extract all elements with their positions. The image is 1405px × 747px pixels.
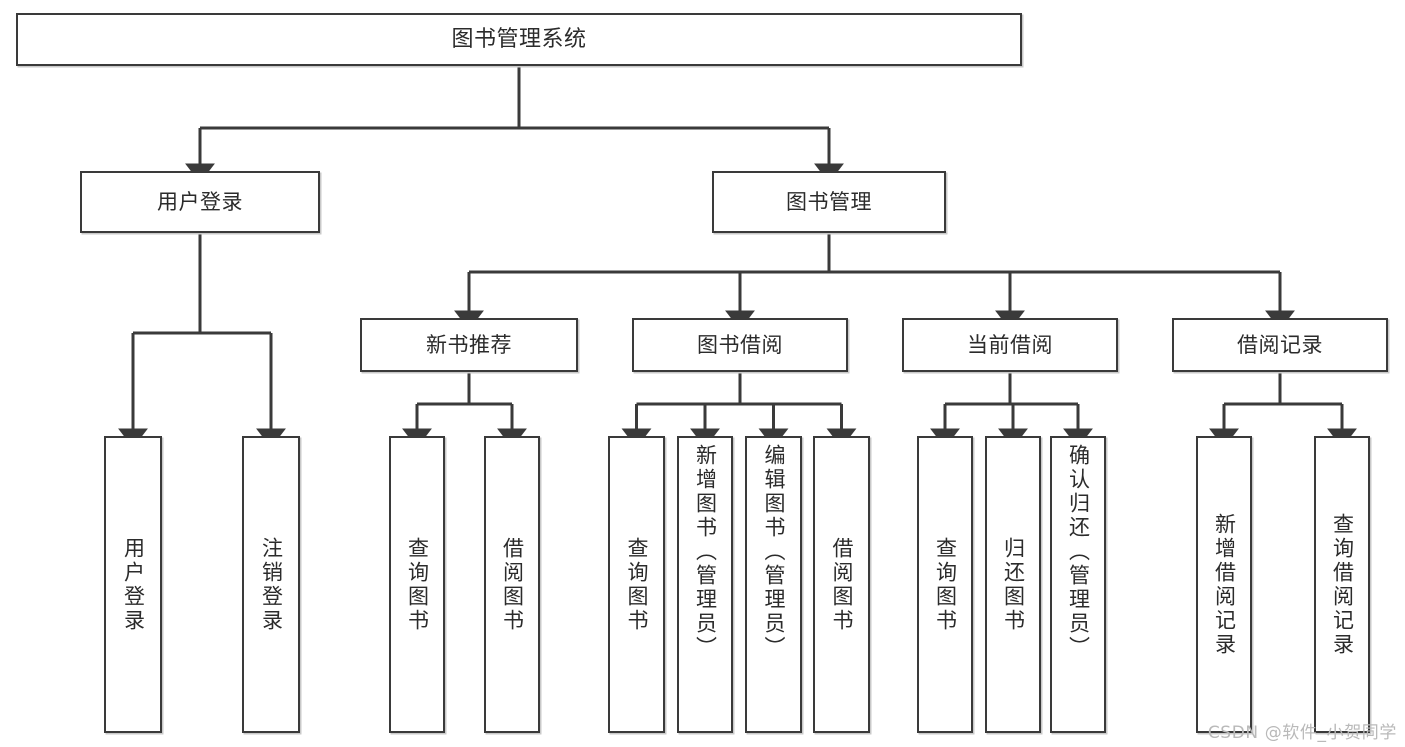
node-l-bor-edit[interactable]: 编辑图书（管理员）: [745, 436, 802, 733]
node-l-user-logout[interactable]: 注销登录: [242, 436, 300, 733]
node-label: 用户登录: [121, 536, 146, 633]
node-n-bookmgmt[interactable]: 图书管理: [712, 171, 946, 233]
node-n-record[interactable]: 借阅记录: [1172, 318, 1388, 372]
node-label: 借阅图书: [830, 536, 854, 633]
node-n-borrow[interactable]: 图书借阅: [632, 318, 848, 372]
node-label: 借阅记录: [1237, 332, 1323, 357]
node-root[interactable]: 图书管理系统: [16, 13, 1022, 66]
node-l-user-login[interactable]: 用户登录: [104, 436, 162, 733]
node-l-rec-query[interactable]: 查询借阅记录: [1314, 436, 1370, 733]
node-l-bor-borrow[interactable]: 借阅图书: [813, 436, 870, 733]
node-label: 查询图书: [405, 536, 430, 633]
node-label: 查询借阅记录: [1330, 512, 1355, 657]
node-l-new-borrow[interactable]: 借阅图书: [484, 436, 540, 733]
node-label: 新增借阅记录: [1212, 512, 1237, 657]
node-label: 用户登录: [157, 189, 243, 214]
node-l-bor-add[interactable]: 新增图书（管理员）: [677, 436, 733, 733]
node-n-current[interactable]: 当前借阅: [902, 318, 1118, 372]
node-l-cur-return[interactable]: 归还图书: [985, 436, 1041, 733]
node-label: 新书推荐: [426, 332, 512, 357]
node-label: 新增图书（管理员）: [693, 444, 718, 660]
node-label: 当前借阅: [967, 332, 1053, 357]
node-l-cur-confirm[interactable]: 确认归还（管理员）: [1050, 436, 1106, 733]
node-l-cur-query[interactable]: 查询图书: [917, 436, 973, 733]
node-n-newbook[interactable]: 新书推荐: [360, 318, 578, 372]
node-label: 借阅图书: [500, 536, 525, 633]
node-label: 注销登录: [259, 536, 284, 633]
node-l-rec-add[interactable]: 新增借阅记录: [1196, 436, 1252, 733]
node-l-bor-query[interactable]: 查询图书: [608, 436, 665, 733]
node-label: 编辑图书（管理员）: [762, 444, 786, 660]
node-label: 图书借阅: [697, 332, 783, 357]
node-label: 归还图书: [1001, 536, 1026, 633]
node-label: 确认归还（管理员）: [1066, 444, 1091, 660]
node-label: 查询图书: [933, 536, 958, 633]
node-l-new-query[interactable]: 查询图书: [389, 436, 445, 733]
node-label: 图书管理系统: [451, 26, 587, 52]
node-n-login[interactable]: 用户登录: [80, 171, 320, 233]
node-label: 图书管理: [786, 189, 872, 214]
node-label: 查询图书: [625, 536, 649, 633]
edges-group: [118, 66, 1357, 448]
